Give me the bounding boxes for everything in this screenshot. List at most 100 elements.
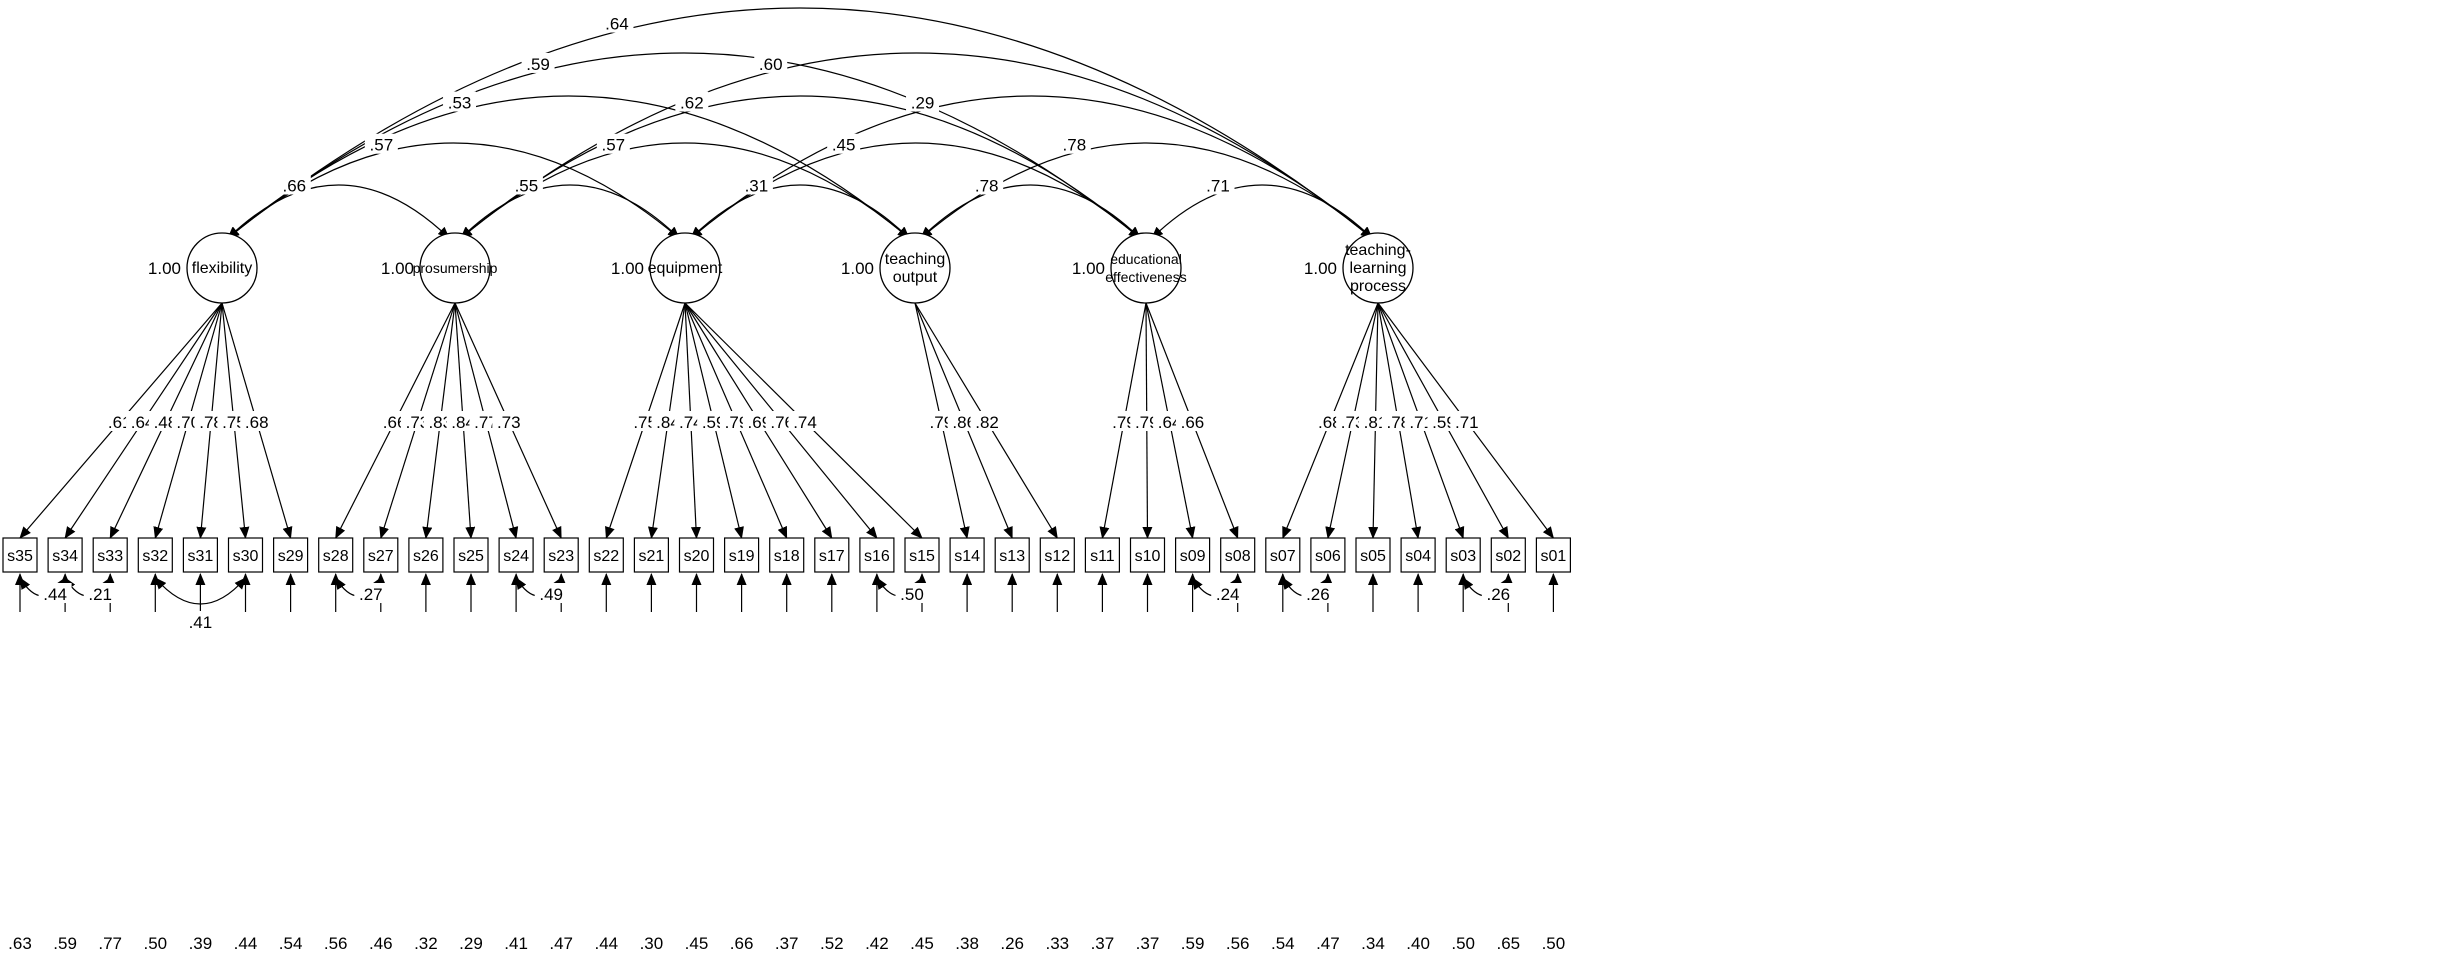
loading-label-bg	[788, 411, 822, 431]
error-covariance-label-bg	[83, 583, 117, 603]
indicator-label-s03: s03	[1450, 548, 1476, 565]
latent-factor-circle	[649, 232, 721, 304]
factor-correlation-label-bg	[1201, 174, 1235, 195]
latent-factor-name: teaching	[885, 251, 946, 268]
residual-variance-label: .46	[369, 934, 393, 953]
error-term-layer	[15, 573, 1559, 612]
factor-covariance-arc	[920, 184, 1141, 239]
latent-factor-name: flexibility	[192, 260, 252, 277]
factor-covariance-arc	[1151, 184, 1373, 239]
indicator-box-s21	[633, 537, 670, 573]
loading-label: .71	[1409, 413, 1433, 432]
loading-label: .74	[793, 413, 817, 432]
factor-correlation-label: .78	[975, 176, 999, 195]
loading-label: .78	[1386, 413, 1410, 432]
error-covariance-label: .26	[1306, 585, 1330, 604]
indicator-label-s18: s18	[774, 548, 800, 565]
residual-variance-label: .37	[1136, 934, 1160, 953]
loading-label-bg	[1175, 411, 1209, 431]
factor-covariance-arc	[227, 7, 1373, 239]
indicator-box-s13	[994, 537, 1030, 573]
indicator-box-s01	[1535, 537, 1572, 573]
indicator-label-s28: s28	[323, 548, 349, 565]
latent-factor-circle	[419, 232, 491, 304]
error-covariance-label: .24	[1216, 585, 1240, 604]
loading-label: .61	[108, 413, 132, 432]
factor-correlation-label-bg	[443, 91, 477, 112]
factor-correlation-label: .71	[1206, 176, 1230, 195]
factor-correlation-label: .55	[515, 176, 539, 195]
indicator-label-s30: s30	[233, 548, 259, 565]
loading-label: .68	[245, 413, 269, 432]
latent-factor-circle	[1342, 232, 1414, 304]
indicator-label-s29: s29	[278, 548, 304, 565]
factor-correlation-label-bg	[1057, 133, 1091, 154]
factor-correlation-label: .45	[832, 136, 856, 155]
factor-correlation-label-bg	[596, 133, 630, 154]
factor-correlation-label: .57	[370, 136, 394, 155]
indicator-label-s33: s33	[97, 548, 123, 565]
loading-label: .73	[406, 413, 430, 432]
indicator-box-s10	[1129, 537, 1166, 573]
residual-variance-label: .56	[1226, 934, 1250, 953]
indicator-label-s05: s05	[1360, 548, 1386, 565]
factor-correlation-label: .60	[759, 55, 783, 74]
loading-label-bg	[1450, 411, 1484, 431]
error-covariance-label: .49	[539, 585, 563, 604]
residual-variance-label: .59	[1181, 934, 1205, 953]
residual-variance-label: .50	[1542, 934, 1566, 953]
indicator-label-s09: s09	[1180, 548, 1206, 565]
residual-variance-label: .37	[1091, 934, 1115, 953]
indicator-box-s04	[1400, 537, 1436, 573]
factor-correlation-label: .62	[680, 94, 704, 113]
factor-correlation-label-bg	[970, 174, 1004, 195]
residual-variance-label: .34	[1361, 934, 1385, 953]
indicator-box-s23	[543, 537, 579, 573]
indicator-label-s14: s14	[954, 548, 980, 565]
loading-label: .79	[930, 413, 954, 432]
latent-factor-circle	[1110, 232, 1182, 304]
indicator-box-s18	[769, 537, 805, 573]
error-covariance-label: .50	[900, 585, 924, 604]
factor-correlation-label: .64	[605, 15, 629, 34]
indicator-box-s26	[408, 537, 444, 573]
loading-label: .78	[199, 413, 223, 432]
indicator-box-s19	[723, 537, 760, 573]
factor-covariance-arc	[690, 95, 1373, 239]
residual-variance-label: .56	[324, 934, 348, 953]
loading-label: .81	[1364, 413, 1388, 432]
indicator-box-s33	[92, 537, 128, 573]
loading-label: .73	[1341, 413, 1365, 432]
indicator-label-s19: s19	[729, 548, 755, 565]
residual-variance-label: .26	[1000, 934, 1024, 953]
loading-label: .83	[428, 413, 452, 432]
factor-correlation-label: .57	[601, 136, 625, 155]
loading-label: .73	[497, 413, 521, 432]
latent-factor-name: learning	[1350, 260, 1407, 277]
indicator-label-s01: s01	[1541, 548, 1567, 565]
factor-correlation-label: .78	[1063, 136, 1087, 155]
indicator-box-s09	[1174, 537, 1211, 573]
error-covariance-label-bg	[1301, 583, 1335, 603]
residual-variance-label: .37	[775, 934, 799, 953]
error-covariance-label-bg	[38, 583, 72, 603]
residual-variance-label: .63	[8, 934, 32, 953]
loading-label: .48	[154, 413, 178, 432]
indicator-label-s11: s11	[1090, 548, 1115, 565]
indicator-box-s28	[318, 537, 354, 573]
indicator-label-s20: s20	[684, 548, 710, 565]
error-covariance-arc	[154, 577, 247, 605]
indicator-box-s12	[1039, 537, 1075, 573]
loading-label: .64	[1158, 413, 1182, 432]
indicator-box-s30	[227, 537, 264, 573]
indicator-label-s31: s31	[188, 548, 214, 565]
loading-label: .68	[1318, 413, 1342, 432]
indicator-box-s16	[859, 537, 895, 573]
factor-correlation-label-bg	[600, 12, 634, 33]
residual-variance-label: .29	[459, 934, 483, 953]
indicator-box-s32	[137, 537, 173, 573]
indicator-label-s06: s06	[1315, 548, 1341, 565]
